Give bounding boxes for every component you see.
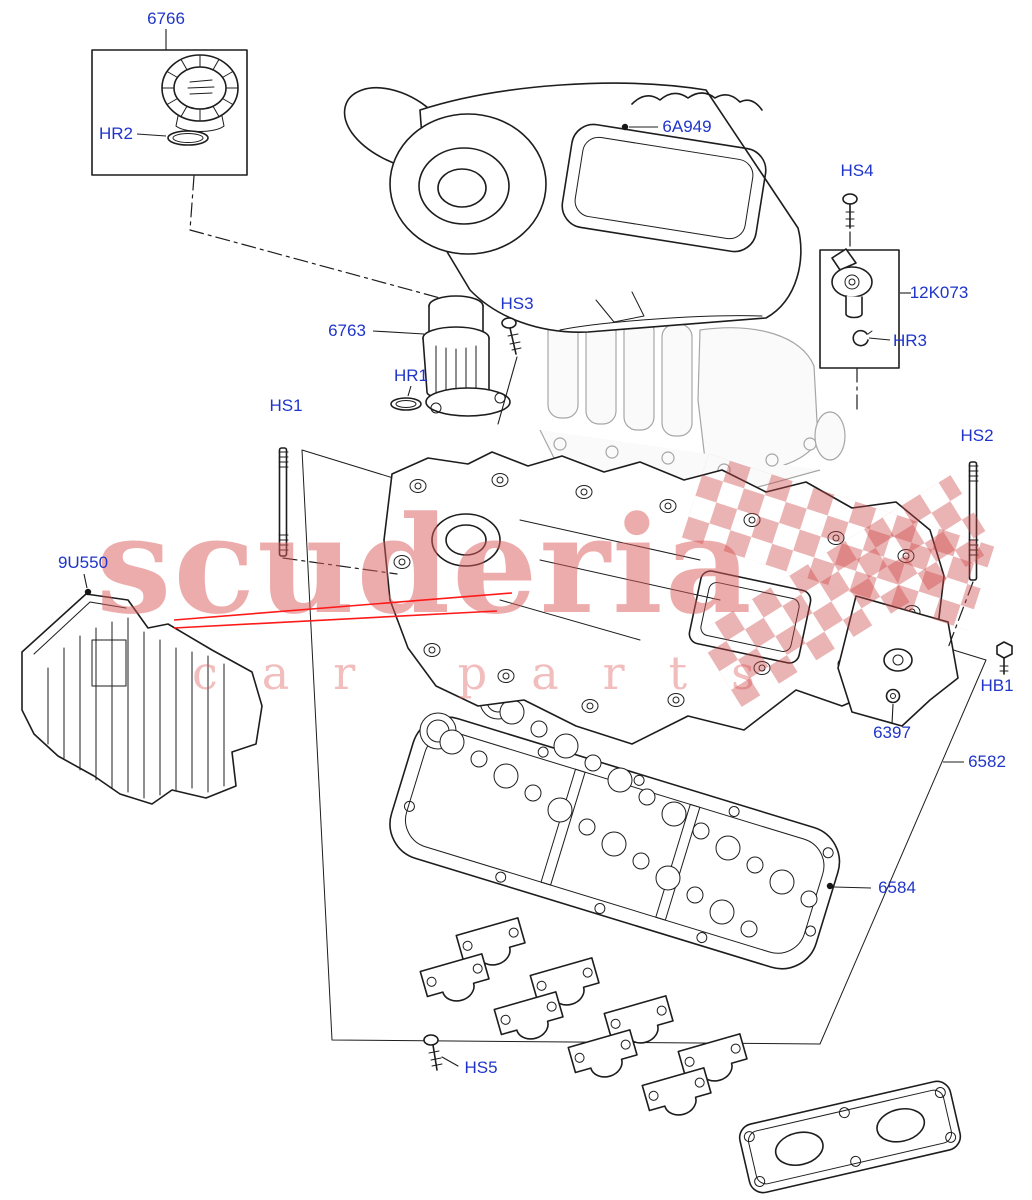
- bearing-cap-ladder-art: [738, 1080, 962, 1194]
- part-label-hs4[interactable]: HS4: [840, 161, 874, 180]
- part-label-6766[interactable]: 6766: [147, 9, 185, 28]
- mount-bracket-art: [837, 595, 959, 727]
- intake-manifold-ghost: [539, 305, 846, 493]
- bolt-hb1: [996, 641, 1013, 675]
- bolt-hs3: [497, 317, 522, 425]
- part-label-hs1[interactable]: HS1: [269, 396, 303, 415]
- camshaft-sensor-art: [819, 248, 911, 415]
- part-label-hr1[interactable]: HR1: [393, 366, 429, 385]
- part-label-12k073[interactable]: 12K073: [909, 283, 969, 302]
- part-label-hs5[interactable]: HS5: [464, 1058, 498, 1077]
- part-label-9u550[interactable]: 9U550: [57, 553, 109, 572]
- camshaft-cover-art: [383, 451, 945, 745]
- leader-lines: [165, 29, 964, 763]
- part-label-hr3[interactable]: HR3: [892, 331, 928, 350]
- bolt-hs4: [842, 193, 858, 251]
- part-label-6763[interactable]: 6763: [328, 321, 366, 340]
- oil-filler-tube-art: [372, 295, 511, 417]
- part-label-6397[interactable]: 6397: [873, 723, 911, 742]
- part-label-hs2[interactable]: HS2: [960, 426, 994, 445]
- part-label-6582[interactable]: 6582: [968, 752, 1006, 771]
- engine-cover-art: [343, 82, 802, 333]
- callout-dot-6584: [826, 882, 834, 890]
- stud-hs1: [278, 447, 398, 575]
- part-label-hs3[interactable]: HS3: [500, 294, 534, 313]
- bearing-caps-art: [419, 917, 748, 1116]
- insulation-cover-art: [21, 573, 263, 805]
- bolt-hs5: [423, 1034, 459, 1071]
- part-label-6a949[interactable]: 6A949: [662, 117, 712, 136]
- part-label-hb1[interactable]: HB1: [980, 676, 1014, 695]
- stud-hs2: [947, 461, 979, 649]
- plug-6397-art: [885, 688, 901, 725]
- part-label-6584[interactable]: 6584: [878, 878, 916, 897]
- part-label-hr2[interactable]: HR2: [98, 124, 134, 143]
- oil-filler-cap-art: [91, 49, 441, 299]
